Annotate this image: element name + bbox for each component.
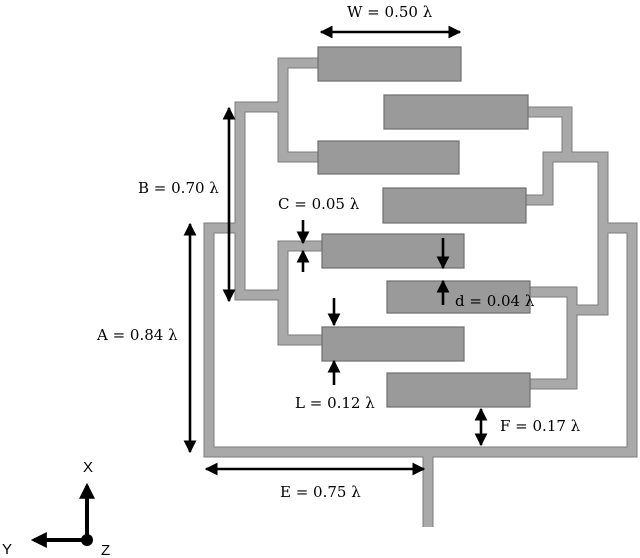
dimension-markers	[183, 25, 488, 476]
z-axis-dot	[81, 534, 93, 546]
feed-network	[203, 57, 638, 527]
label-l: L = 0.12 λ	[295, 394, 375, 412]
label-b: B = 0.70 λ	[138, 179, 219, 197]
patch-elements	[317, 46, 531, 408]
axis-label-y: Y	[2, 541, 12, 558]
label-c: C = 0.05 λ	[278, 195, 360, 213]
label-d: d = 0.04 λ	[455, 292, 535, 310]
coordinate-axes: X Y Z	[2, 459, 110, 558]
axis-label-x: X	[83, 459, 93, 476]
label-e: E = 0.75 λ	[280, 483, 361, 501]
patch-1	[317, 46, 462, 82]
patch-8	[386, 372, 531, 408]
patch-6	[386, 280, 531, 314]
patch-7	[321, 326, 465, 362]
label-f: F = 0.17 λ	[500, 417, 581, 435]
label-a: A = 0.84 λ	[96, 326, 178, 344]
patch-2	[383, 94, 529, 130]
label-w: W = 0.50 λ	[347, 3, 433, 21]
patch-3	[317, 140, 460, 175]
patch-4	[382, 187, 527, 224]
dimension-labels: W = 0.50 λ B = 0.70 λ C = 0.05 λ d = 0.0…	[96, 3, 581, 501]
axis-label-z: Z	[101, 542, 110, 558]
